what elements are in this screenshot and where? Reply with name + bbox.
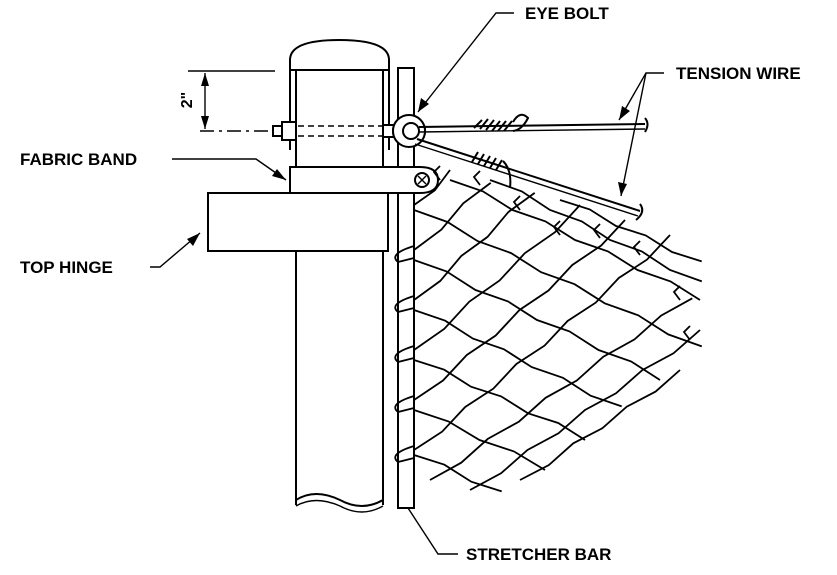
mesh-strand [413, 182, 492, 251]
mesh-strand [413, 234, 671, 451]
fabric-tip [632, 240, 641, 256]
fabric-knuckle [394, 345, 415, 363]
tension-wire-label: TENSION WIRE [676, 64, 801, 83]
mesh-strand [413, 309, 622, 408]
fabric-tip [672, 285, 681, 301]
mesh-strand [413, 204, 581, 351]
fabric-tip [592, 223, 601, 239]
fabric-knuckle [394, 295, 415, 313]
top-hinge-label: TOP HINGE [20, 258, 113, 277]
mesh-strand [413, 409, 546, 471]
mesh-strand [559, 199, 702, 263]
mesh-strand [519, 369, 681, 481]
fabric-tip [472, 170, 481, 186]
fabric-tip [432, 165, 441, 181]
fabric-tip [512, 195, 521, 211]
mesh-strand [413, 359, 586, 441]
dimension-callout: 2" [179, 70, 275, 132]
top-hinge [207, 192, 389, 252]
mesh-strand [449, 179, 701, 301]
callouts: EYE BOLT TENSION WIRE FABRIC BAND TOP HI… [20, 4, 801, 564]
mesh-strand [469, 329, 701, 491]
mesh-strand [413, 259, 661, 381]
mesh-strand [429, 297, 693, 481]
fabric-knuckle [394, 445, 415, 463]
fabric-tip [552, 220, 561, 236]
eye-bolt-ring [392, 114, 426, 148]
fabric-knuckle [394, 395, 415, 413]
fabric-band [289, 166, 440, 194]
gate-post [289, 38, 390, 513]
eye-bolt-label: EYE BOLT [525, 4, 609, 23]
mesh-strand [413, 209, 703, 348]
fabric-tip [682, 325, 691, 341]
mesh-strand [413, 219, 626, 401]
fabric-band-label: FABRIC BAND [20, 150, 137, 169]
mesh-strand [413, 454, 502, 493]
fabric-knuckle [394, 245, 415, 263]
dimension-label: 2" [179, 92, 196, 108]
mesh-strand [413, 192, 536, 301]
stretcher-bar-label: STRETCHER BAR [466, 545, 611, 564]
tension-wire [414, 113, 649, 221]
chain-link-fabric [394, 165, 703, 493]
mesh-strand [413, 169, 451, 206]
mesh-strand [489, 179, 703, 283]
